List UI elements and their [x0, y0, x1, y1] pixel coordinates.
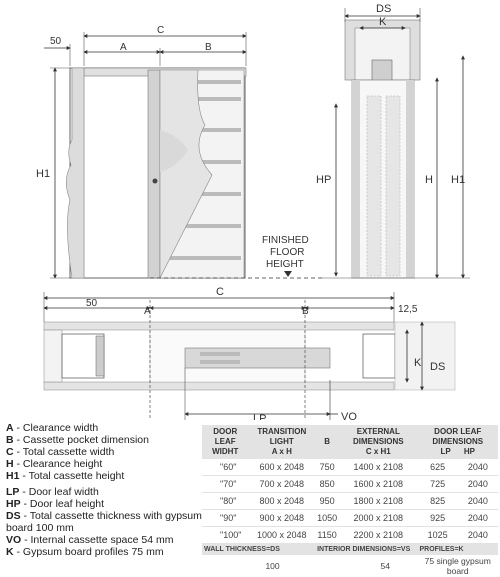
dim-b-top: B — [205, 42, 212, 53]
dim-hp: HP — [316, 174, 331, 186]
dim-a-top: A — [120, 42, 127, 53]
table-footer-labels: WALL THICKNESS=DS INTERIOR DIMENSIONS=VS… — [202, 543, 498, 555]
floor-label-2: FLOOR — [270, 247, 304, 258]
dim-k-top: K — [379, 16, 387, 28]
legend-item-ds: DS - Total cassette thickness with gypsu… — [6, 510, 202, 534]
legend-bottom: LP - Door leaf width HP - Door leaf heig… — [6, 486, 202, 558]
dim-c-plan: C — [216, 286, 224, 298]
dim-lp: LP — [253, 413, 266, 420]
legend-item-vo: VO - Internal cassette space 54 mm — [6, 534, 174, 546]
legend-top: A - Clearance width B - Cassette pocket … — [6, 422, 149, 482]
dim-b-plan: B — [302, 306, 309, 317]
legend-item-lp: LP - Door leaf width — [6, 486, 99, 498]
table-row: "60" 600 x 2048 750 1400 x 2108 625 2040 — [202, 459, 498, 476]
legend-item-hp: HP - Door leaf height — [6, 498, 105, 510]
legend-item-c: C - Total cassette width — [6, 446, 115, 458]
legend-item-h: H - Clearance height — [6, 458, 103, 470]
table-row: "80" 800 x 2048 950 1800 x 2108 825 2040 — [202, 492, 498, 510]
legend-item-h1: H1 - Total cassette height — [6, 470, 125, 482]
legend-item-b: B - Cassette pocket dimension — [6, 434, 149, 446]
dim-12-5: 12,5 — [398, 304, 418, 315]
legend-item-a: A - Clearance width — [6, 422, 99, 434]
dim-h: H — [425, 174, 433, 186]
side-section — [320, 8, 470, 279]
col-b: B — [315, 425, 340, 459]
technical-drawing: 50 A B C H1 FINISHED FLOOR HEIGHT DS K H… — [36, 3, 470, 420]
floor-label-3: HEIGHT — [266, 259, 304, 270]
dim-c-top: C — [157, 25, 164, 36]
table-row: "70" 700 x 2048 850 1600 x 2108 725 2040 — [202, 475, 498, 493]
dim-vo: VO — [341, 411, 357, 420]
table-footer-values: 100 54 75 single gypsum board — [265, 556, 491, 576]
dim-a-plan: A — [144, 306, 151, 317]
table-row: "100" 1000 x 2048 1150 2200 x 2108 1025 … — [202, 526, 498, 544]
front-elevation — [44, 32, 325, 279]
dim-h1-left: H1 — [36, 168, 50, 180]
dim-50-top: 50 — [50, 36, 62, 47]
dim-ds-top: DS — [376, 3, 391, 15]
floor-label-1: FINISHED — [262, 235, 309, 246]
table-row: "90" 900 x 2048 1050 2000 x 2108 925 204… — [202, 509, 498, 527]
plan-section — [43, 292, 456, 420]
dim-ds-plan: DS — [430, 361, 445, 373]
dim-50-plan: 50 — [86, 298, 98, 309]
legend-item-k: K - Gypsum board profiles 75 mm — [6, 546, 164, 558]
dim-h1-right: H1 — [451, 174, 465, 186]
dim-k-plan: K — [414, 357, 422, 369]
